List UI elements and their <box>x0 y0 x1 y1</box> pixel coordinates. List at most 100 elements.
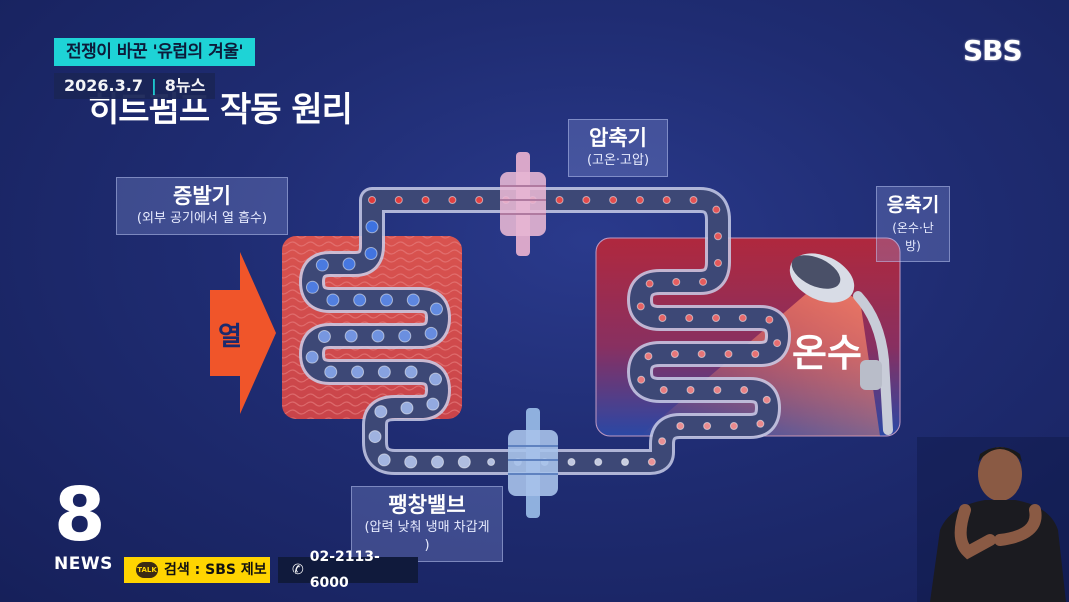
refrigerant-dot <box>325 366 337 378</box>
refrigerant-dot <box>752 351 759 358</box>
refrigerant-dot <box>365 247 377 259</box>
refrigerant-dot <box>713 206 720 213</box>
refrigerant-dot <box>637 303 644 310</box>
refrigerant-dot <box>636 197 643 204</box>
refrigerant-dot <box>677 423 684 430</box>
refrigerant-dot <box>430 373 442 385</box>
headline-banner: 전쟁이 바꾼 '유럽의 겨울' <box>54 38 255 66</box>
refrigerant-dot <box>556 197 563 204</box>
refrigerant-dot <box>488 459 495 466</box>
expansion-valve-icon <box>508 408 558 518</box>
refrigerant-dot <box>766 316 773 323</box>
refrigerant-dot <box>378 366 390 378</box>
refrigerant-dot <box>395 197 402 204</box>
refrigerant-dot <box>659 438 666 445</box>
compressor-label: 압축기 (고온·고압) <box>568 119 668 177</box>
refrigerant-dot <box>757 420 764 427</box>
refrigerant-dot <box>671 351 678 358</box>
valve-title: 팽창밸브 <box>362 491 492 519</box>
refrigerant-dot <box>646 280 653 287</box>
refrigerant-dot <box>405 456 417 468</box>
refrigerant-dot <box>741 387 748 394</box>
refrigerant-dot <box>458 456 470 468</box>
program-name: 8뉴스 <box>165 76 206 95</box>
evaporator-desc: (외부 공기에서 열 흡수) <box>127 210 277 228</box>
refrigerant-dot <box>378 454 390 466</box>
refrigerant-dot <box>352 366 364 378</box>
refrigerant-dot <box>714 387 721 394</box>
refrigerant-dot <box>399 330 411 342</box>
refrigerant-dot <box>372 330 384 342</box>
refrigerant-dot <box>425 327 437 339</box>
tip-search-banner: TALK 검색 : SBS 제보 <box>124 557 270 583</box>
compressor-title: 압축기 <box>579 124 657 152</box>
refrigerant-dot <box>583 197 590 204</box>
refrigerant-dot <box>306 281 318 293</box>
news-word: NEWS <box>54 554 113 574</box>
refrigerant-dot <box>663 197 670 204</box>
refrigerant-dot <box>700 278 707 285</box>
refrigerant-dot <box>327 294 339 306</box>
hot-water-label: 온수 <box>792 322 862 377</box>
refrigerant-dot <box>714 260 721 267</box>
phone-icon: ✆ <box>292 557 304 583</box>
refrigerant-dot <box>715 233 722 240</box>
refrigerant-dot <box>316 259 328 271</box>
refrigerant-dot <box>449 197 456 204</box>
date-banner: 2026.3.7|8뉴스 <box>54 73 215 99</box>
refrigerant-dot <box>427 398 439 410</box>
refrigerant-dot <box>369 197 376 204</box>
evaporator-label: 증발기 (외부 공기에서 열 흡수) <box>116 177 288 235</box>
refrigerant-dot <box>622 459 629 466</box>
evaporator-title: 증발기 <box>127 182 277 210</box>
refrigerant-dot <box>739 315 746 322</box>
refrigerant-dot <box>648 458 655 465</box>
news-number: 8 <box>54 478 113 552</box>
refrigerant-dot <box>568 459 575 466</box>
refrigerant-dot <box>713 315 720 322</box>
refrigerant-dot <box>432 456 444 468</box>
refrigerant-dot <box>306 351 318 363</box>
refrigerant-dot <box>345 330 357 342</box>
tip-phone-number: 02-2113-6000 <box>310 544 418 596</box>
sign-language-interpreter <box>917 437 1069 602</box>
refrigerant-dot <box>407 294 419 306</box>
refrigerant-dot <box>610 197 617 204</box>
refrigerant-dot <box>686 315 693 322</box>
refrigerant-dot <box>774 340 781 347</box>
refrigerant-dot <box>430 303 442 315</box>
refrigerant-dot <box>318 331 330 343</box>
refrigerant-dot <box>401 402 413 414</box>
refrigerant-dot <box>730 423 737 430</box>
refrigerant-dot <box>763 396 770 403</box>
refrigerant-dot <box>354 294 366 306</box>
refrigerant-dot <box>476 197 483 204</box>
refrigerant-dot <box>690 197 697 204</box>
refrigerant-dot <box>645 353 652 360</box>
tip-phone-banner: ✆ 02-2113-6000 <box>278 557 418 583</box>
refrigerant-dot <box>673 279 680 286</box>
condenser-title: 응축기 <box>885 191 941 219</box>
refrigerant-dot <box>366 221 378 233</box>
refrigerant-dot <box>405 366 417 378</box>
kakaotalk-icon: TALK <box>136 562 158 578</box>
refrigerant-dot <box>659 315 666 322</box>
refrigerant-dot <box>725 351 732 358</box>
refrigerant-dot <box>698 351 705 358</box>
compressor-desc: (고온·고압) <box>579 152 657 170</box>
news-logo: 8 NEWS <box>54 478 113 574</box>
refrigerant-dot <box>375 406 387 418</box>
refrigerant-dot <box>343 258 355 270</box>
refrigerant-dot <box>595 459 602 466</box>
sbs-logo: SBS <box>963 34 1022 67</box>
condenser-desc: (온수·난방) <box>885 219 941 255</box>
refrigerant-dot <box>638 376 645 383</box>
tip-search-text: 검색 : SBS 제보 <box>164 557 267 583</box>
condenser-label: 응축기 (온수·난방) <box>876 186 950 262</box>
refrigerant-dot <box>660 387 667 394</box>
refrigerant-dot <box>369 431 381 443</box>
heat-label: 열 <box>218 316 242 353</box>
refrigerant-dot <box>687 387 694 394</box>
refrigerant-dot <box>422 197 429 204</box>
compressor-icon <box>500 152 546 256</box>
